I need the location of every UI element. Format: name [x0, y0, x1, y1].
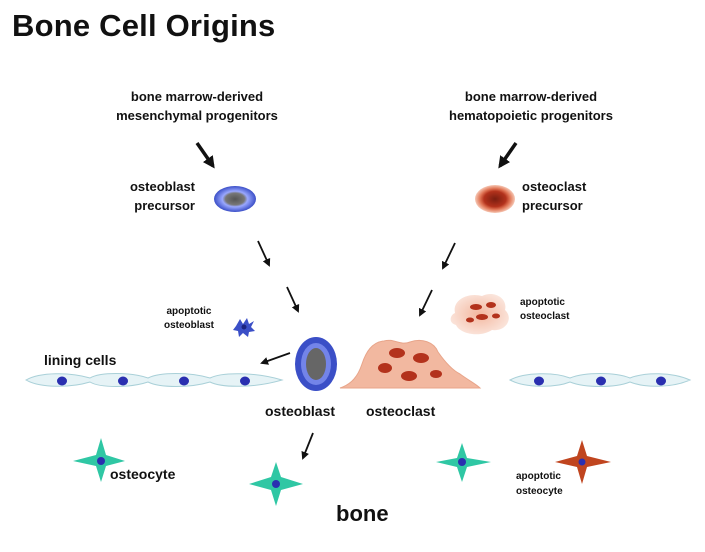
ob-precursor-label-line2: precursor [134, 198, 195, 213]
arrow-oc-precursor-down-2 [418, 289, 433, 317]
osteocyte-cell [249, 462, 303, 506]
arrow-precursor-down-2 [286, 286, 300, 313]
page-title: Bone Cell Origins [12, 8, 276, 43]
osteocyte-cell [436, 443, 491, 482]
arrow-hematopoietic-to-precursor [498, 142, 518, 169]
apoptotic-osteoblast-cell [233, 318, 255, 337]
arrow-oc-precursor-down-1 [441, 242, 456, 270]
arrow-osteoblast-to-osteocyte [301, 432, 314, 460]
osteoblast-label: osteoblast [265, 403, 335, 419]
arrow-mesenchymal-to-precursor [195, 142, 215, 169]
hematopoietic-label-line2: hematopoietic progenitors [449, 108, 613, 123]
mesenchymal-label-line1: bone marrow-derived [131, 89, 263, 104]
lining-cell-nucleus [118, 376, 128, 386]
arrow-osteoblast-to-lining [260, 352, 291, 365]
apoptotic-osteoclast-cell [450, 293, 509, 335]
bone-label: bone [336, 501, 389, 526]
mesenchymal-label-line2: mesenchymal progenitors [116, 108, 278, 123]
lining-cell-nucleus [596, 376, 606, 386]
apoptotic-oc-label-line1: apoptotic [520, 297, 565, 308]
ob-precursor-label-line1: osteoblast [130, 179, 196, 194]
osteoclast-label: osteoclast [366, 403, 436, 419]
osteoclast-precursor-cell [475, 185, 515, 213]
lining-cells-left [24, 373, 284, 387]
oc-precursor-label-line2: precursor [522, 198, 583, 213]
apoptotic-oc-label-line2: osteoclast [520, 311, 570, 322]
lining-cell-nucleus [57, 376, 67, 386]
osteoblast-cell [295, 337, 337, 391]
lining-cell-nucleus [240, 376, 250, 386]
osteoclast-cell [339, 339, 482, 389]
arrow-precursor-down-1 [257, 240, 271, 267]
apoptotic-osteocyte-label-line2: osteocyte [516, 486, 563, 497]
lining-cell-nucleus [179, 376, 189, 386]
lining-cells-label: lining cells [44, 352, 117, 368]
hematopoietic-label-line1: bone marrow-derived [465, 89, 597, 104]
apoptotic-ob-label-line1: apoptotic [167, 306, 212, 317]
lining-cell-nucleus [534, 376, 544, 386]
osteoblast-precursor-cell [214, 186, 256, 212]
osteocyte-label: osteocyte [110, 466, 176, 482]
osteocyte-cell [73, 438, 125, 482]
lining-cell-nucleus [656, 376, 666, 386]
apoptotic-osteocyte-label-line1: apoptotic [516, 471, 561, 482]
apoptotic-ob-label-line2: osteoblast [164, 320, 215, 331]
apoptotic-osteocyte-cell [555, 440, 611, 484]
oc-precursor-label-line1: osteoclast [522, 179, 587, 194]
